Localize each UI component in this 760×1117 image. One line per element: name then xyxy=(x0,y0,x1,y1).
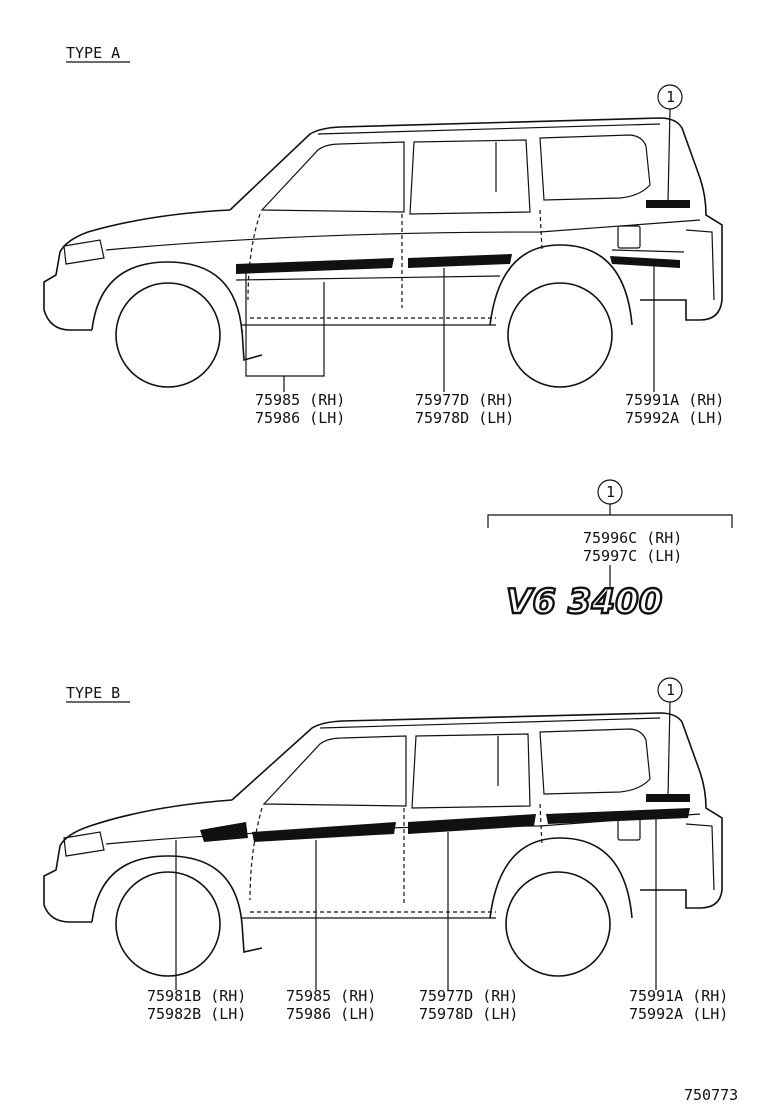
type-a-part-2-rh: 75977D (RH) xyxy=(415,391,514,409)
type-b-side-stripes xyxy=(200,808,690,842)
emblem-callout-number: 1 xyxy=(606,483,615,501)
type-a-callout-number: 1 xyxy=(666,88,675,106)
type-b-part-1-lh: 75982B (LH) xyxy=(147,1005,246,1023)
emblem-part-lh: 75997C (LH) xyxy=(583,547,682,565)
type-b-part-4-lh: 75992A (LH) xyxy=(629,1005,728,1023)
type-b-part-2-rh: 75985 (RH) xyxy=(286,987,376,1005)
type-b-quarter-stripe xyxy=(546,808,690,824)
type-a-part-2-lh: 75978D (LH) xyxy=(415,409,514,427)
type-a-side-stripes xyxy=(235,249,685,281)
type-b-section: TYPE B xyxy=(43,677,728,1023)
type-a-front-door-stripe xyxy=(236,258,394,274)
type-b-fender-stripe xyxy=(200,822,248,842)
emblem-section: 1 75996C (RH) 75997C (LH) V6 3400 xyxy=(487,479,733,623)
type-b-callout-number: 1 xyxy=(666,681,675,699)
emblem-v6-3400: V6 3400 xyxy=(506,582,662,622)
figure-number: 750773 xyxy=(684,1086,738,1104)
emblem-part-rh: 75996C (RH) xyxy=(583,529,682,547)
type-a-rear-door-stripe xyxy=(408,254,512,268)
type-b-part-4-rh: 75991A (RH) xyxy=(629,987,728,1005)
type-b-rear-emblem xyxy=(646,794,690,802)
type-b-label: TYPE B xyxy=(66,684,120,702)
type-a-rear-emblem xyxy=(646,200,690,208)
type-a-section: TYPE A xyxy=(43,44,724,427)
type-b-front-door-stripe xyxy=(252,822,396,842)
type-b-part-3-rh: 75977D (RH) xyxy=(419,987,518,1005)
type-b-part-3-lh: 75978D (LH) xyxy=(419,1005,518,1023)
type-a-part-1-lh: 75986 (LH) xyxy=(255,409,345,427)
type-a-label: TYPE A xyxy=(66,44,120,62)
type-b-part-1-rh: 75981B (RH) xyxy=(147,987,246,1005)
type-b-rear-door-stripe xyxy=(408,814,536,834)
type-a-vehicle-drawing xyxy=(43,117,723,388)
type-b-part-2-lh: 75986 (LH) xyxy=(286,1005,376,1023)
type-a-part-1-rh: 75985 (RH) xyxy=(255,391,345,409)
type-a-part-3-lh: 75992A (LH) xyxy=(625,409,724,427)
type-a-part-3-rh: 75991A (RH) xyxy=(625,391,724,409)
type-a-quarter-stripe xyxy=(610,256,680,268)
type-b-vehicle-drawing xyxy=(43,712,723,977)
